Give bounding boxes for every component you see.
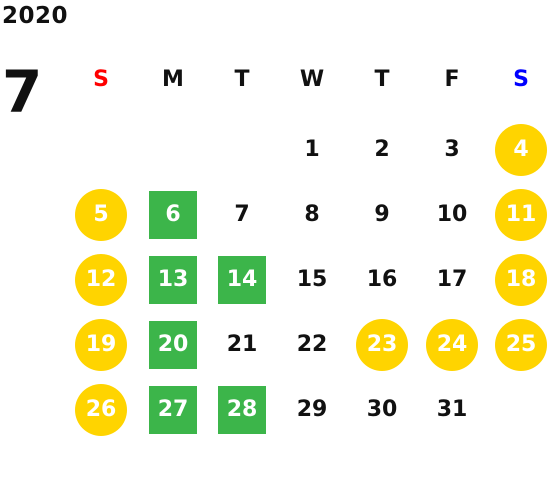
day-19[interactable]: 19 xyxy=(75,319,127,371)
day-25[interactable]: 25 xyxy=(495,319,547,371)
day-28[interactable]: 28 xyxy=(218,386,266,434)
day-6[interactable]: 6 xyxy=(149,191,197,239)
day-11[interactable]: 11 xyxy=(495,189,547,241)
weekday-mon: M xyxy=(162,67,184,92)
day-23[interactable]: 23 xyxy=(356,319,408,371)
weekday-thu: T xyxy=(374,67,390,92)
day-26[interactable]: 26 xyxy=(75,384,127,436)
day-29[interactable]: 29 xyxy=(296,397,328,422)
day-9[interactable]: 9 xyxy=(374,202,390,227)
day-13[interactable]: 13 xyxy=(149,256,197,304)
day-31[interactable]: 31 xyxy=(436,397,468,422)
day-3[interactable]: 3 xyxy=(444,137,460,162)
day-17[interactable]: 17 xyxy=(436,267,468,292)
day-22[interactable]: 22 xyxy=(296,332,328,357)
weekday-sat: S xyxy=(513,67,529,92)
weekday-wed: W xyxy=(299,67,325,92)
day-8[interactable]: 8 xyxy=(304,202,320,227)
calendar-year: 2020 xyxy=(2,3,69,29)
weekday-fri: F xyxy=(444,67,460,92)
day-20[interactable]: 20 xyxy=(149,321,197,369)
day-16[interactable]: 16 xyxy=(366,267,398,292)
day-2[interactable]: 2 xyxy=(374,137,390,162)
day-21[interactable]: 21 xyxy=(226,332,258,357)
day-10[interactable]: 10 xyxy=(436,202,468,227)
weekday-tue: T xyxy=(234,67,250,92)
day-4[interactable]: 4 xyxy=(495,124,547,176)
day-12[interactable]: 12 xyxy=(75,254,127,306)
day-27[interactable]: 27 xyxy=(149,386,197,434)
day-7[interactable]: 7 xyxy=(234,202,250,227)
weekday-sun: S xyxy=(93,67,109,92)
day-30[interactable]: 30 xyxy=(366,397,398,422)
day-18[interactable]: 18 xyxy=(495,254,547,306)
day-14[interactable]: 14 xyxy=(218,256,266,304)
day-24[interactable]: 24 xyxy=(426,319,478,371)
day-15[interactable]: 15 xyxy=(296,267,328,292)
calendar-month: 7 xyxy=(2,58,43,126)
day-1[interactable]: 1 xyxy=(304,137,320,162)
day-5[interactable]: 5 xyxy=(75,189,127,241)
